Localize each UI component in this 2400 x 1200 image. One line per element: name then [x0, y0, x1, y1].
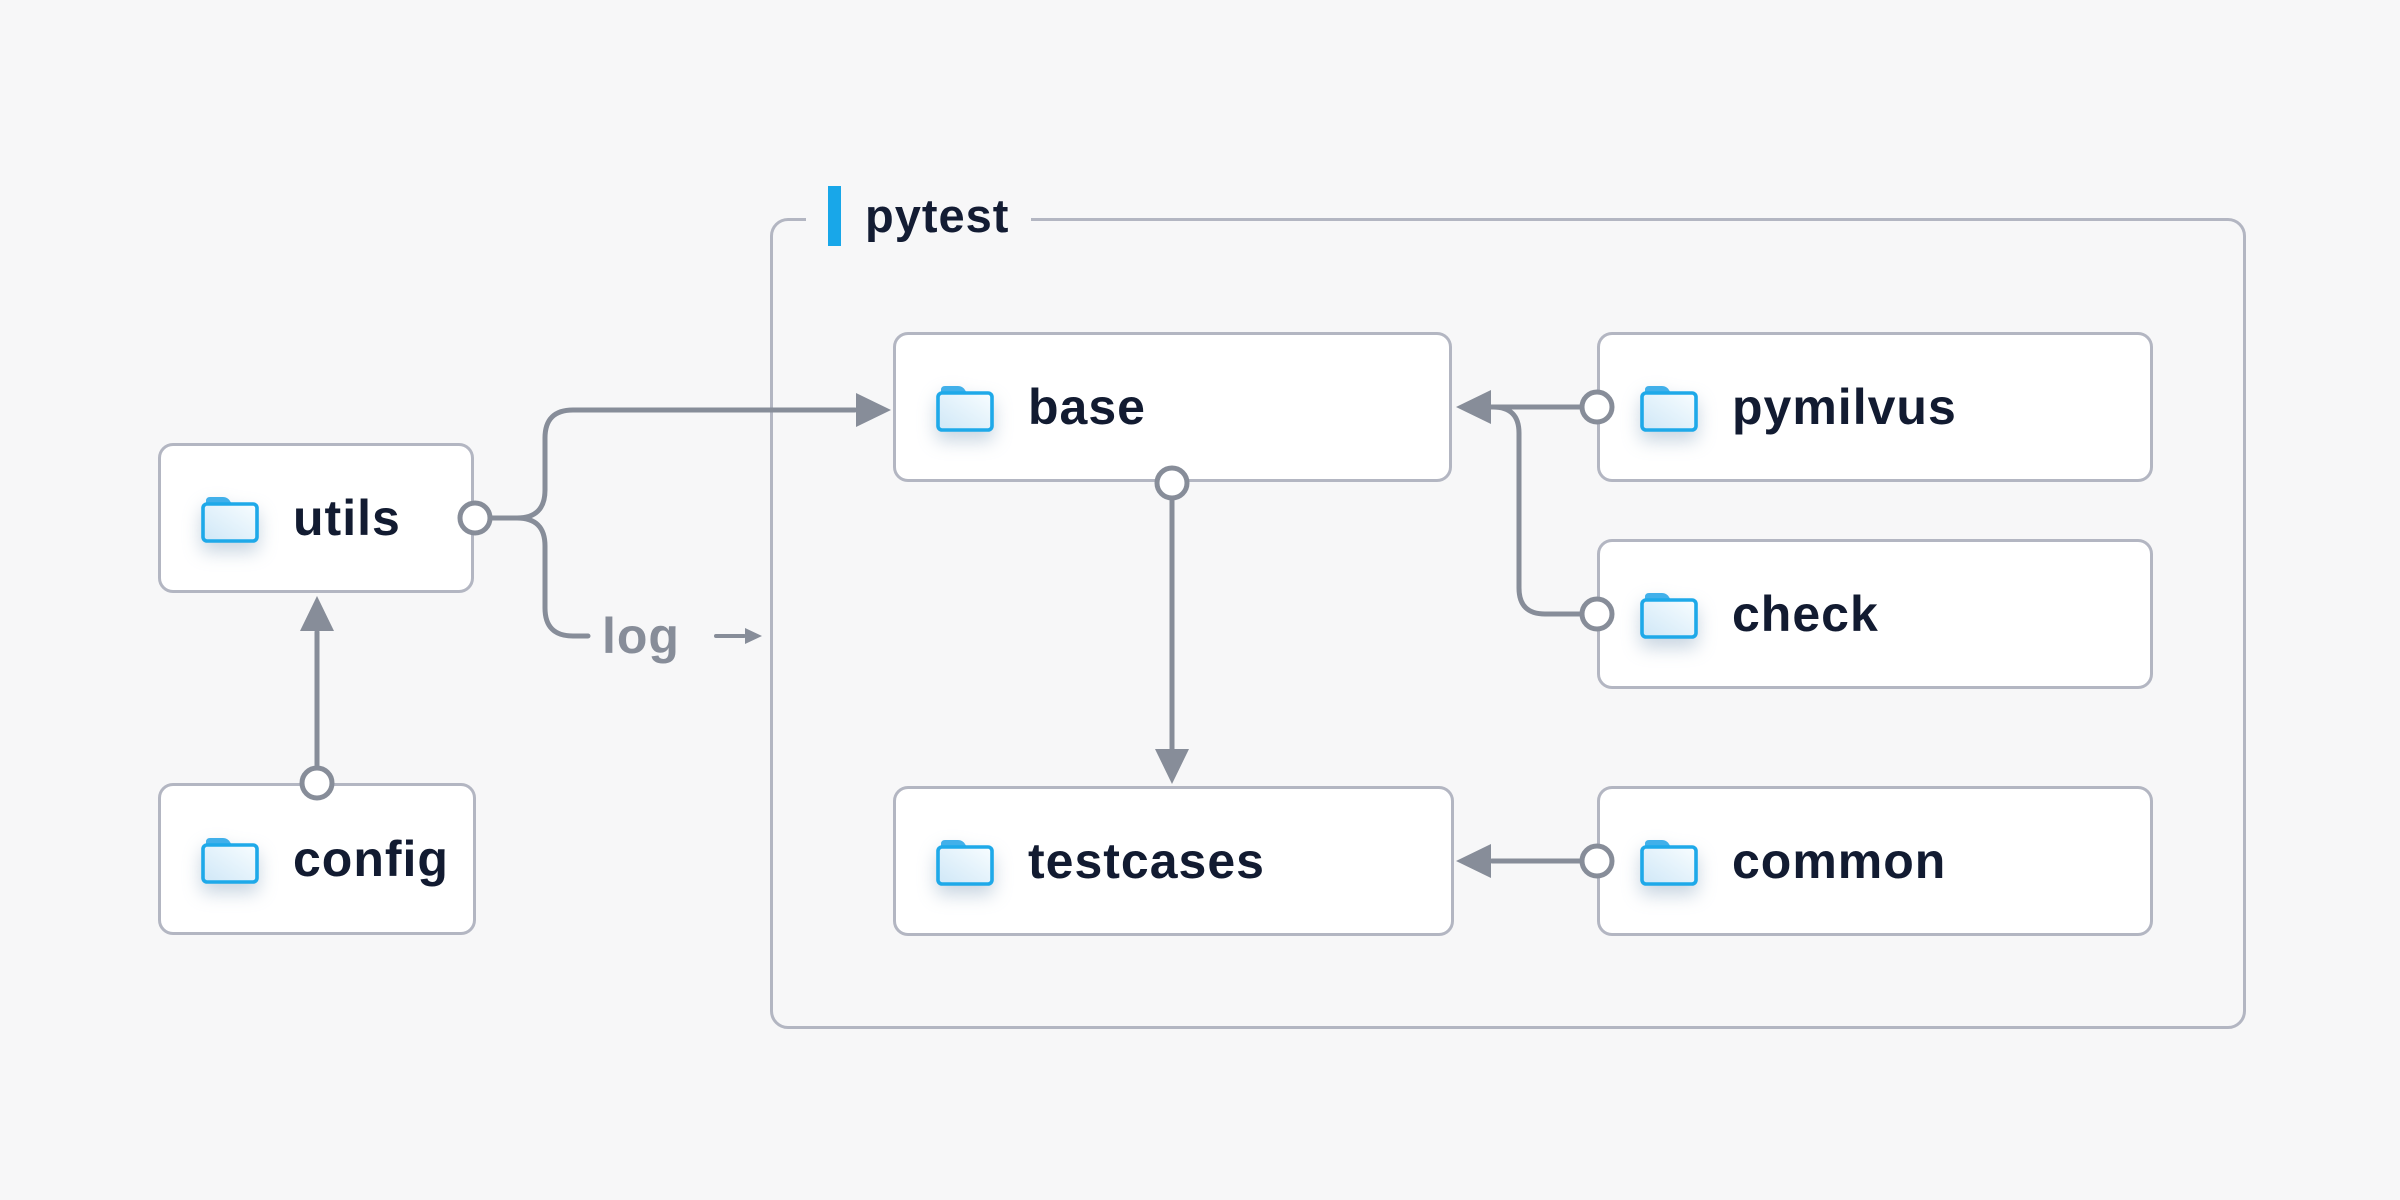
node-base: base — [893, 332, 1452, 482]
node-utils: utils — [158, 443, 474, 593]
arrowhead-log — [745, 628, 762, 644]
node-label: base — [1028, 379, 1146, 435]
pytest-group-label: pytest — [806, 183, 1032, 249]
folder-icon — [1640, 593, 1698, 639]
node-label: utils — [293, 490, 401, 546]
folder-icon — [201, 838, 259, 884]
node-label: testcases — [1028, 833, 1265, 889]
folder-icon — [201, 497, 259, 543]
node-label: check — [1732, 586, 1879, 642]
node-label: pymilvus — [1732, 379, 1957, 435]
node-config: config — [158, 783, 476, 935]
folder-icon — [1640, 386, 1698, 432]
node-common: common — [1597, 786, 2153, 936]
pytest-group-title: pytest — [865, 189, 1010, 242]
arrowhead-into-utils — [300, 596, 334, 631]
edge-label-log: log — [602, 608, 680, 664]
folder-icon — [936, 386, 994, 432]
node-testcases: testcases — [893, 786, 1454, 936]
folder-icon — [936, 840, 994, 886]
node-check: check — [1597, 539, 2153, 689]
pytest-group-container — [770, 218, 2246, 1029]
node-label: config — [293, 831, 449, 887]
folder-icon — [1640, 840, 1698, 886]
accent-bar — [828, 186, 841, 246]
node-label: common — [1732, 833, 1947, 889]
node-pymilvus: pymilvus — [1597, 332, 2153, 482]
